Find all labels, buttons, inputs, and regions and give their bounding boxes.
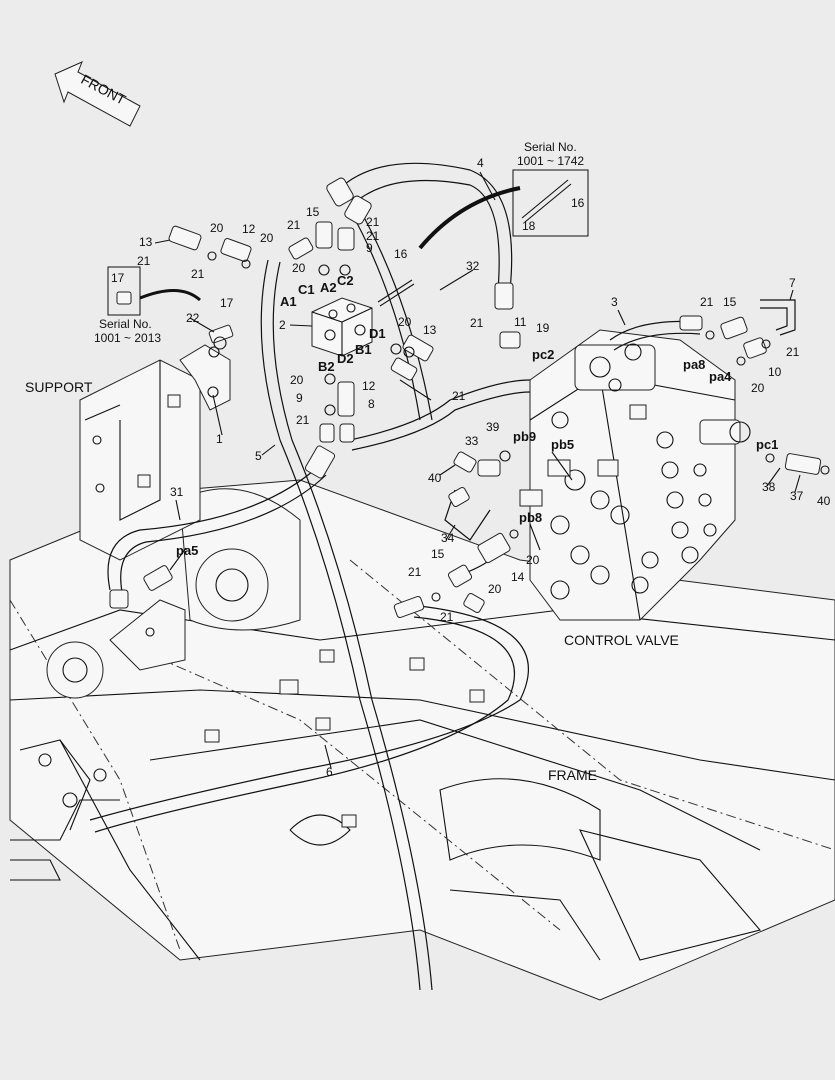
part-callout-20-g: 20 xyxy=(526,553,540,567)
part-callout-39: 39 xyxy=(486,420,500,434)
port-labels: A1 A2 B1 B2 C1 C2 D1 D2 pa4 pa5 pa8 pb5 … xyxy=(176,273,778,558)
part-callout-10: 10 xyxy=(768,365,782,379)
part-callout-21-g: 21 xyxy=(452,389,466,403)
part-callout-15-lower: 15 xyxy=(431,547,445,561)
port-label-d1: D1 xyxy=(369,326,386,341)
part-callout-17: 17 xyxy=(220,296,234,310)
part-callout-40-right: 40 xyxy=(817,494,831,508)
frame-caption: FRAME xyxy=(548,767,597,783)
part-callout-15-upper: 15 xyxy=(306,205,320,219)
part-callout-20-h: 20 xyxy=(488,582,502,596)
part-callout-40-left: 40 xyxy=(428,471,442,485)
part-callout-20-b: 20 xyxy=(260,231,274,245)
port-label-c1: C1 xyxy=(298,282,315,297)
fittings xyxy=(109,177,830,619)
part-callout-20-f: 20 xyxy=(751,381,765,395)
part-callout-32: 32 xyxy=(466,259,480,273)
serial-box-1-range: 1001 ~ 1742 xyxy=(517,154,584,168)
port-label-pb8: pb8 xyxy=(519,510,542,525)
part-callout-21-h: 21 xyxy=(470,316,484,330)
part-callout-21-k: 21 xyxy=(408,565,422,579)
control-valve-caption: CONTROL VALVE xyxy=(564,632,679,648)
part-callout-20-a: 20 xyxy=(210,221,224,235)
hoses xyxy=(89,162,796,991)
bracket-pa5 xyxy=(109,599,186,671)
port-label-c2: C2 xyxy=(337,273,354,288)
part-callout-13-right: 13 xyxy=(423,323,437,337)
part-callout-33: 33 xyxy=(465,434,479,448)
part-callout-15-right: 15 xyxy=(723,295,737,309)
port-label-pb9: pb9 xyxy=(513,429,536,444)
part-callout-21-b: 21 xyxy=(191,267,205,281)
part-callout-20-c: 20 xyxy=(292,261,306,275)
serial-box-1-title: Serial No. xyxy=(524,140,577,154)
part-callout-12-upper: 12 xyxy=(242,222,256,236)
part-callout-37: 37 xyxy=(790,489,804,503)
serial-box-2-range: 1001 ~ 2013 xyxy=(94,331,161,345)
part-callout-9-lower: 9 xyxy=(296,391,303,405)
part-callout-5: 5 xyxy=(255,449,262,463)
part-callout-20-e: 20 xyxy=(290,373,304,387)
part-callout-16: 16 xyxy=(394,247,408,261)
part-callout-21-c: 21 xyxy=(287,218,301,232)
part-callout-6: 6 xyxy=(326,765,333,779)
leader-lines xyxy=(154,171,801,769)
part-callout-19: 19 xyxy=(536,321,550,335)
port-label-pa4: pa4 xyxy=(709,369,732,384)
part-callout-13-left: 13 xyxy=(139,235,153,249)
part-callout-21-e: 21 xyxy=(366,229,380,243)
part-callout-1: 1 xyxy=(216,432,223,446)
port-label-pa8: pa8 xyxy=(683,357,705,372)
part-callout-4: 4 xyxy=(477,156,484,170)
part-callouts: 1 2 3 4 5 6 7 8 9 9 10 11 12 12 13 13 14… xyxy=(137,156,831,779)
part-callout-38: 38 xyxy=(762,480,776,494)
serial-box-2-title: Serial No. xyxy=(99,317,152,331)
port-label-pb5: pb5 xyxy=(551,437,574,452)
port-label-pc1: pc1 xyxy=(756,437,778,452)
serial-box-2-part-17: 17 xyxy=(111,271,125,285)
port-label-b2: B2 xyxy=(318,359,335,374)
part-callout-21-i: 21 xyxy=(700,295,714,309)
part-callout-21-d: 21 xyxy=(366,215,380,229)
part-callout-2: 2 xyxy=(279,318,286,332)
serial-box-1-part-16: 16 xyxy=(571,196,585,210)
part-callout-21-a: 21 xyxy=(137,254,151,268)
support-caption: SUPPORT xyxy=(25,379,93,395)
bracket-part-1 xyxy=(179,344,231,411)
part-callout-21-f: 21 xyxy=(296,413,310,427)
support-bracket xyxy=(79,359,201,561)
part-callout-11: 11 xyxy=(514,315,527,329)
serial-box-1-part-18: 18 xyxy=(522,219,536,233)
front-arrow: FRONT xyxy=(54,61,141,127)
port-label-pc2: pc2 xyxy=(532,347,554,362)
part-callout-9-upper: 9 xyxy=(366,241,373,255)
port-label-d2: D2 xyxy=(337,351,354,366)
part-callout-20-d: 20 xyxy=(398,315,412,329)
part-callout-14: 14 xyxy=(511,570,525,584)
part-callout-8: 8 xyxy=(368,397,375,411)
port-label-pa5: pa5 xyxy=(176,543,198,558)
part-callout-3: 3 xyxy=(611,295,618,309)
serial-box-1: Serial No. 1001 ~ 1742 16 18 xyxy=(512,140,589,237)
serial-box-2: 17 Serial No. 1001 ~ 2013 xyxy=(94,266,161,345)
port-label-a2: A2 xyxy=(320,280,337,295)
part-callout-12-lower: 12 xyxy=(362,379,376,393)
part-callout-31: 31 xyxy=(170,485,184,499)
port-label-a1: A1 xyxy=(280,294,297,309)
part-callout-21-j: 21 xyxy=(786,345,800,359)
port-label-b1: B1 xyxy=(355,342,372,357)
manifold-block-2 xyxy=(311,297,373,357)
part-callout-21-l: 21 xyxy=(440,610,454,624)
part-callout-7: 7 xyxy=(789,276,796,290)
control-valve xyxy=(519,329,751,621)
